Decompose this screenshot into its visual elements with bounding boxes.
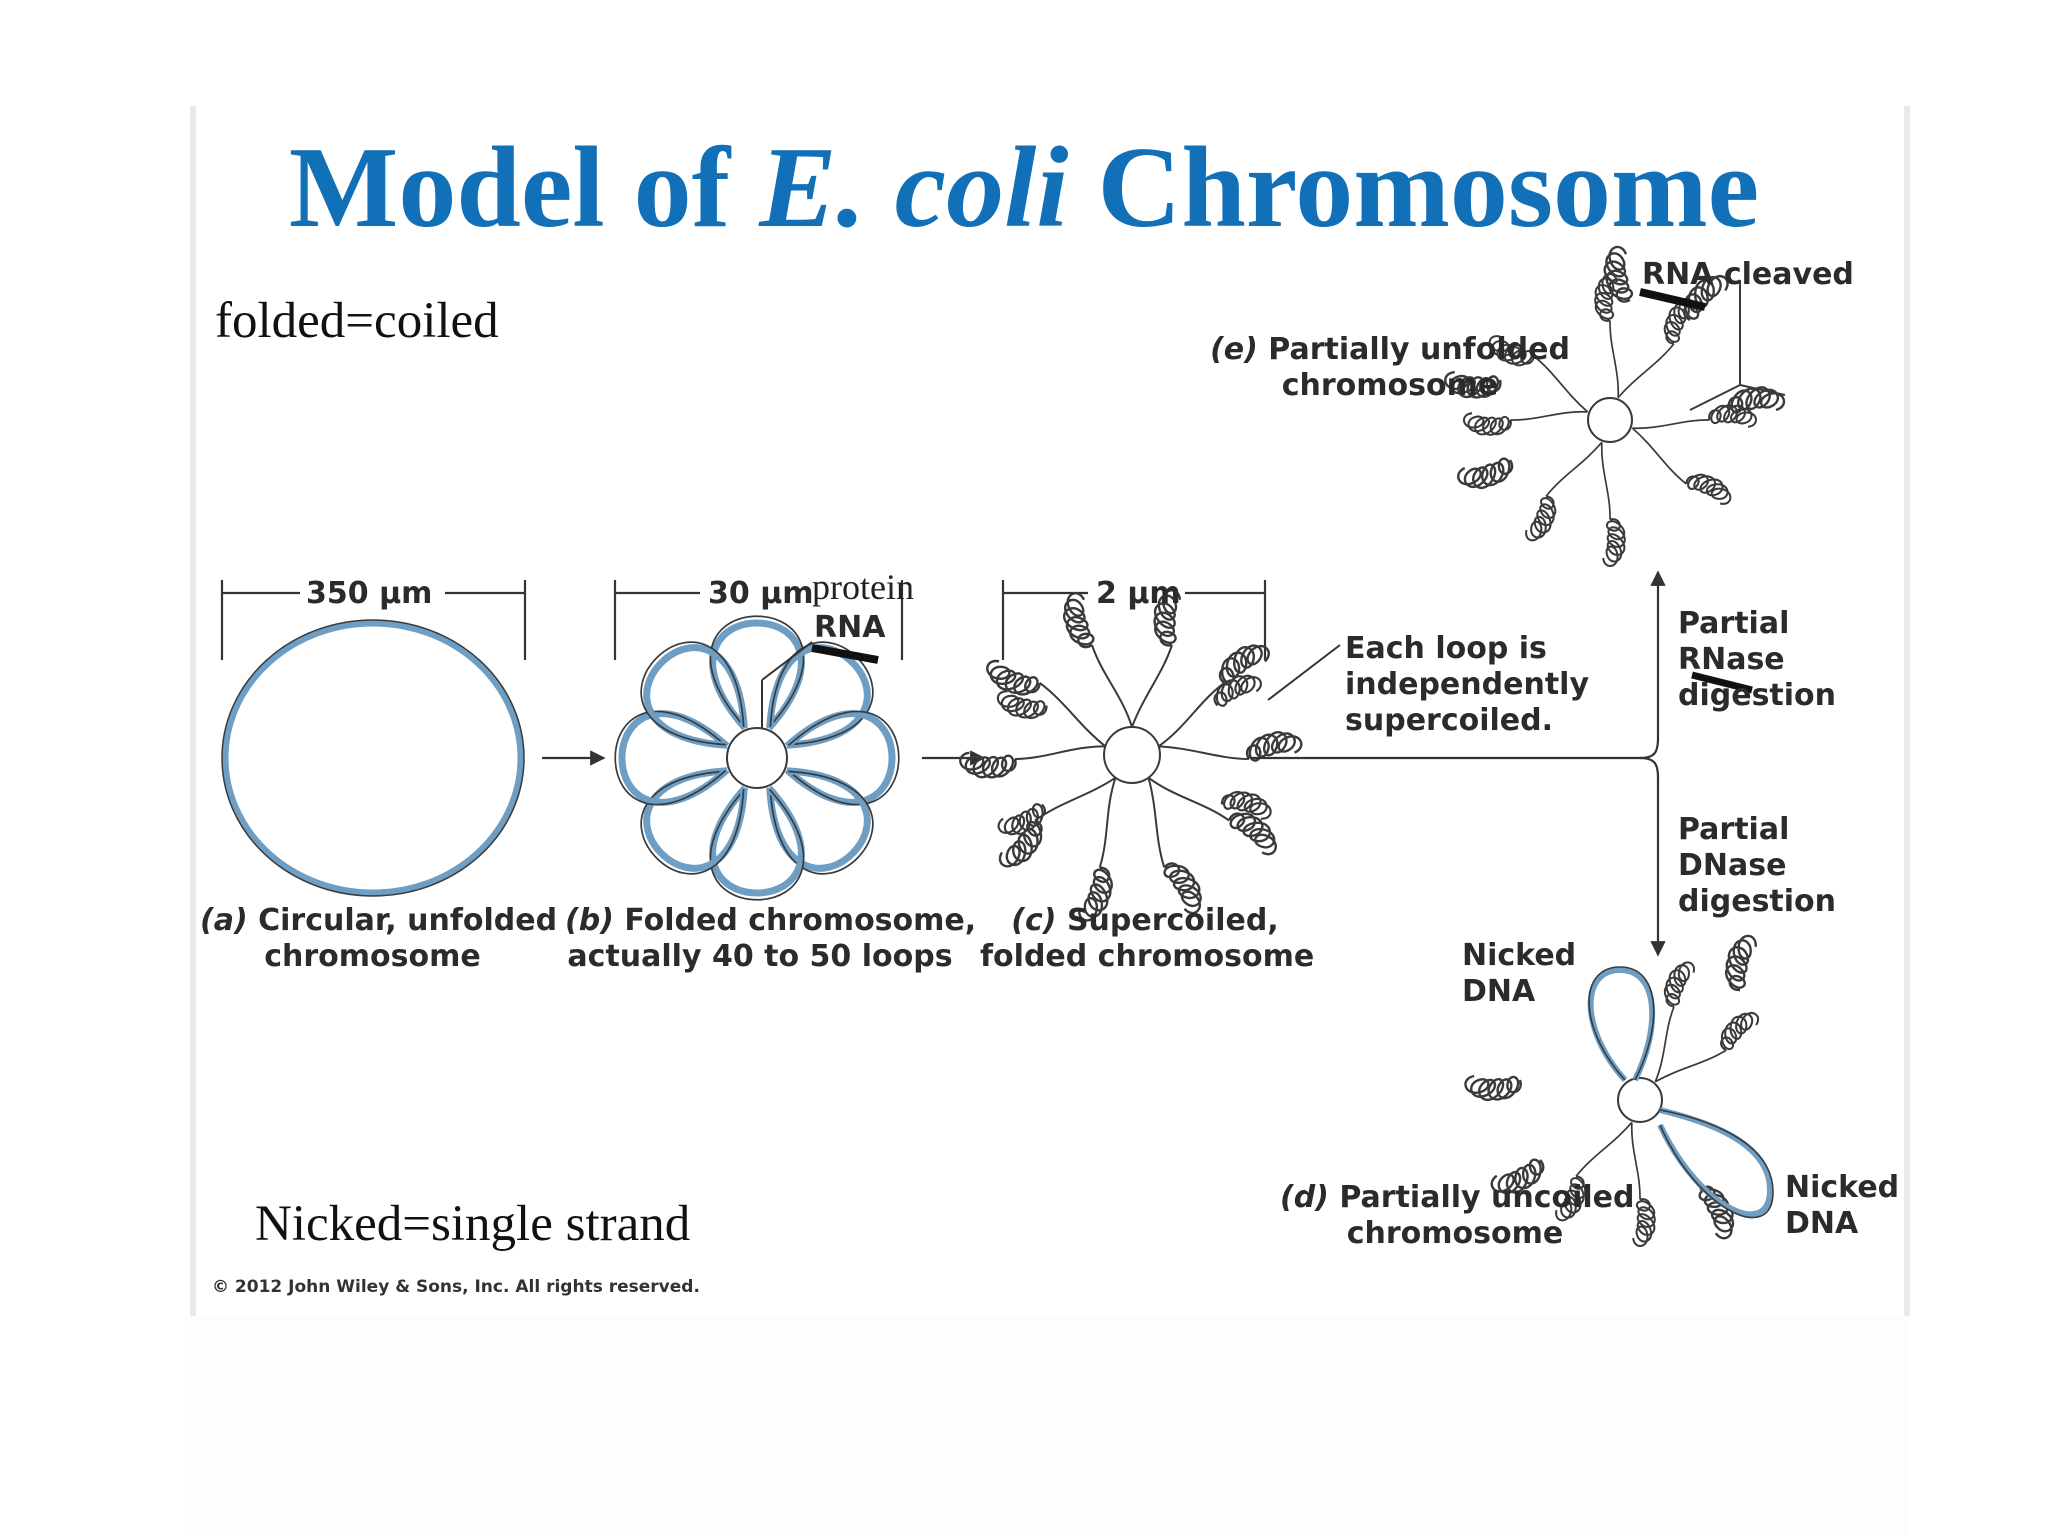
caption-c: (c) Supercoiled,folded chromosome bbox=[980, 903, 1310, 975]
rna-label: RNA bbox=[814, 610, 885, 646]
loop-callout-line bbox=[1268, 645, 1340, 700]
partially-unfolded-chromosome bbox=[1443, 246, 1785, 574]
scale-label-b: 30 µm bbox=[708, 576, 814, 612]
circular-chromosome bbox=[225, 623, 521, 893]
protein-label: protein bbox=[812, 566, 914, 608]
scale-label-c: 2 µm bbox=[1096, 576, 1181, 612]
branch-arrows bbox=[1252, 572, 1658, 955]
supercoiled-chromosome bbox=[951, 588, 1307, 932]
caption-b: (b) Folded chromosome,actually 40 to 50 … bbox=[565, 903, 955, 975]
rna-cleaved-label: RNA cleaved bbox=[1642, 257, 1854, 293]
scale-label-a: 350 µm bbox=[306, 576, 432, 612]
folded-chromosome-loops bbox=[615, 616, 899, 900]
